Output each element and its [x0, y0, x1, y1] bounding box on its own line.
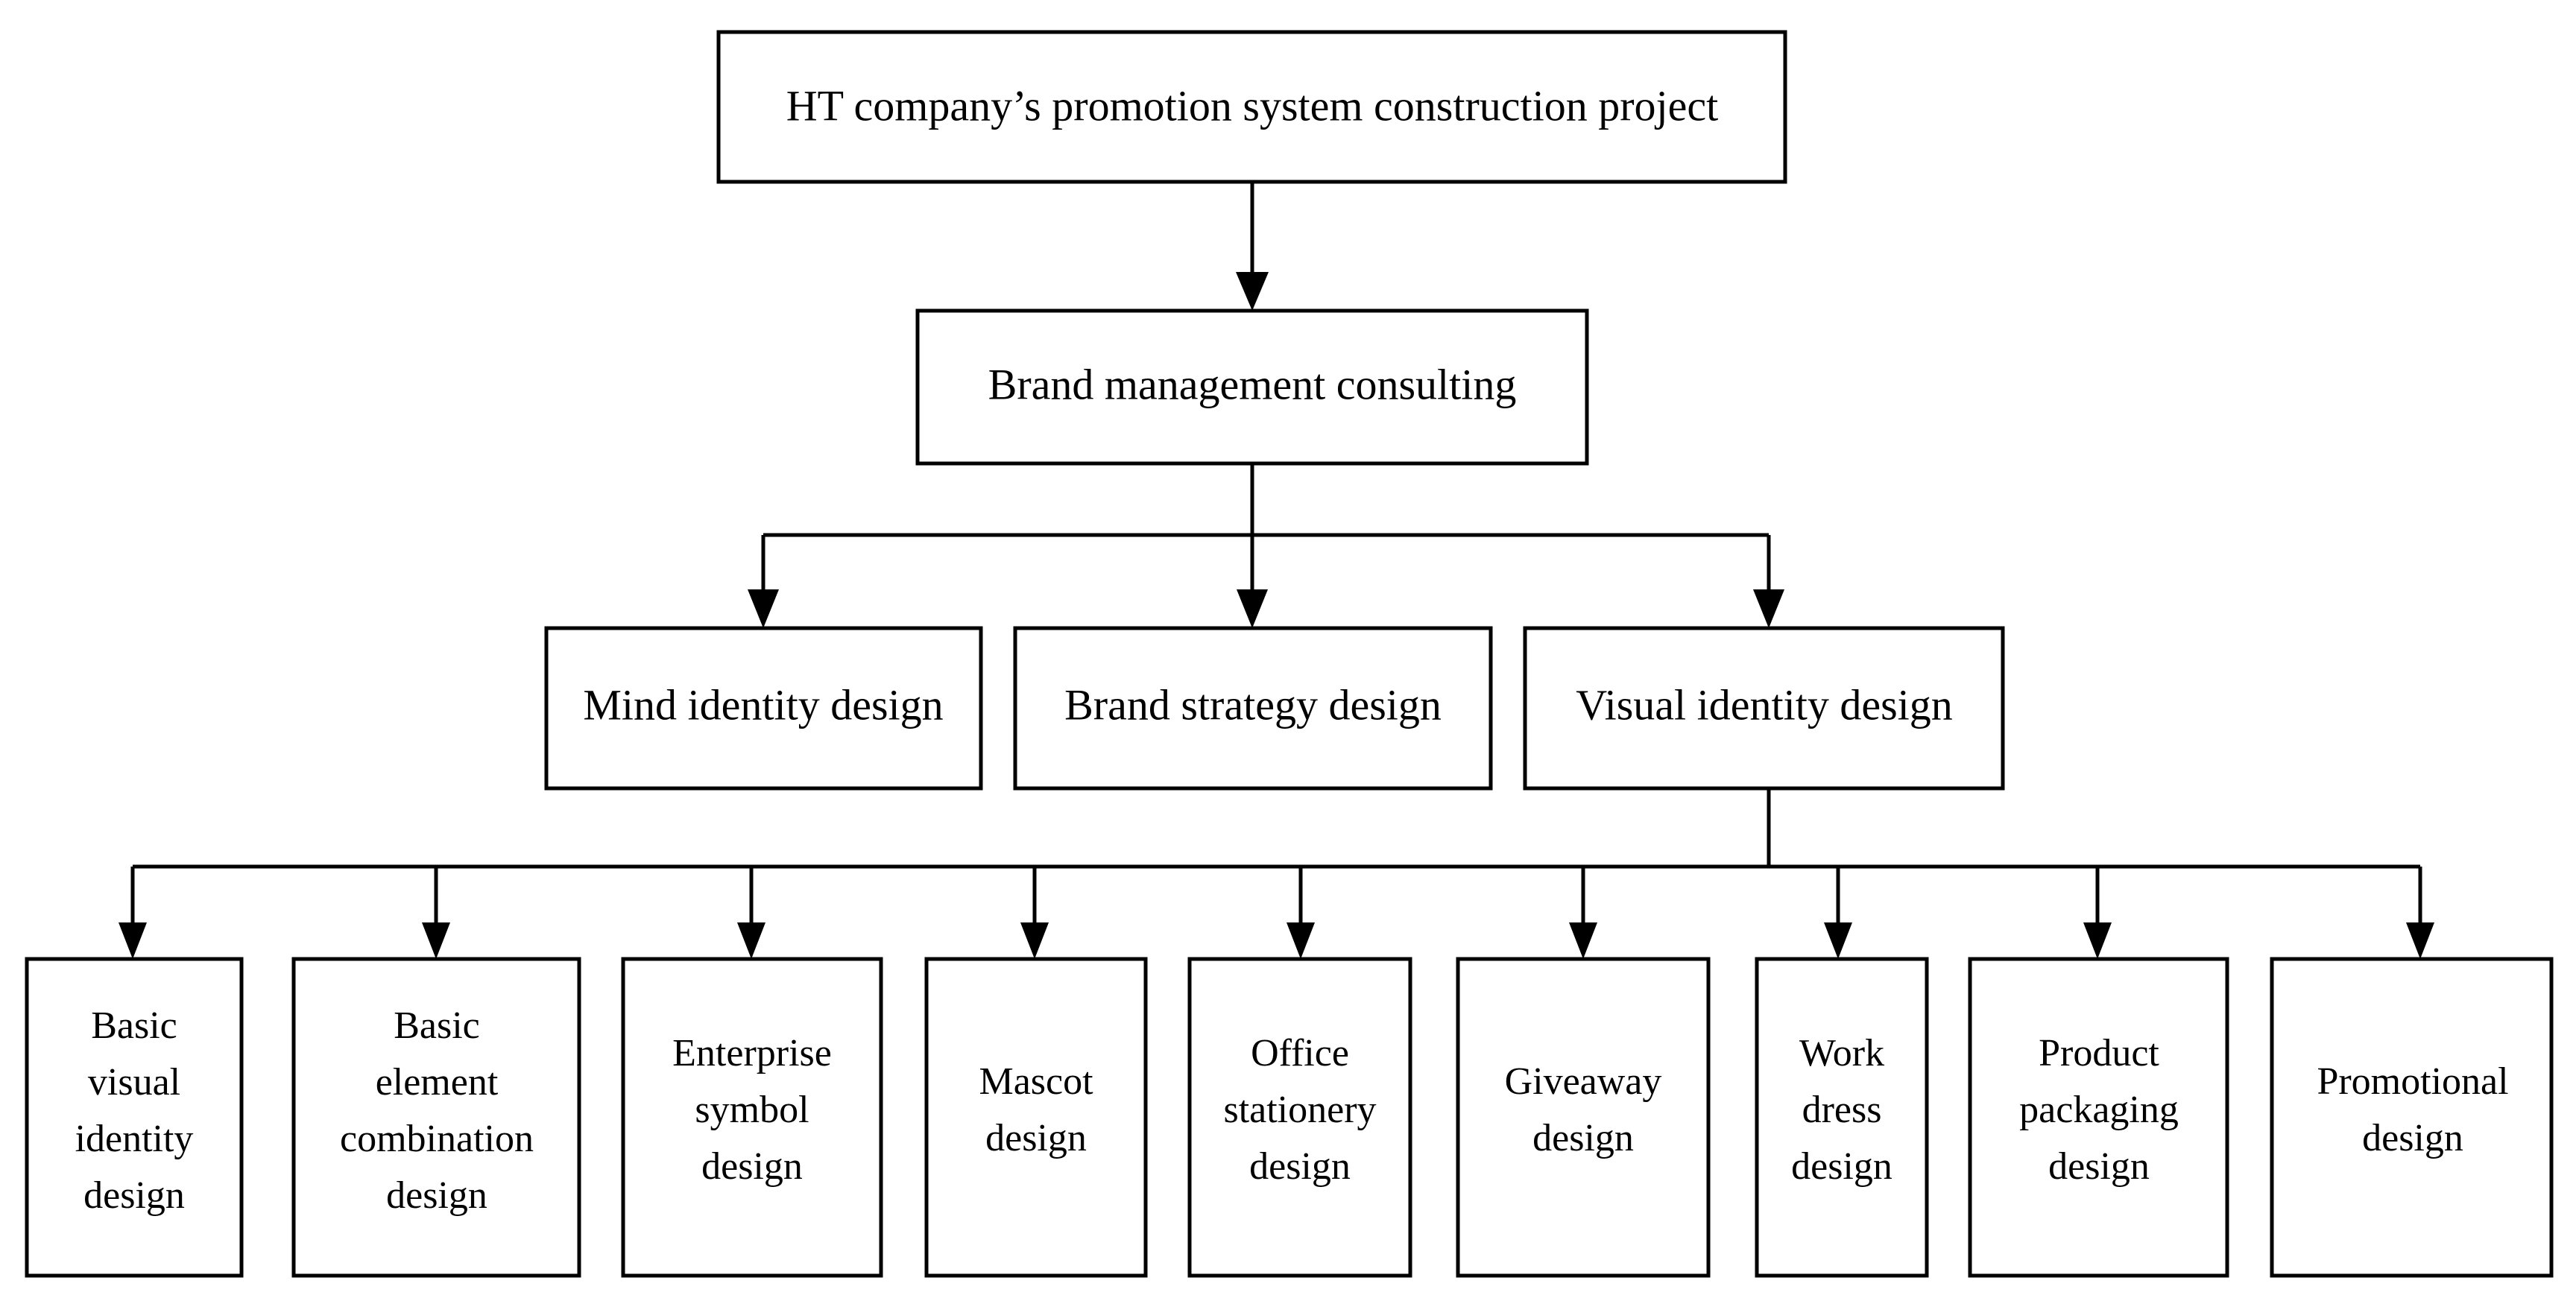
- node-basic-element-combination-design[interactable]: Basic element combination design: [291, 957, 581, 1278]
- node-pd-line-2: design: [2362, 1117, 2463, 1159]
- node-bmc-label: Brand management consulting: [988, 360, 1517, 408]
- node-vid-box[interactable]: [1523, 626, 2005, 791]
- node-root-label: HT company’s promotion system constructi…: [786, 81, 1719, 130]
- arrowhead-gd: [1569, 922, 1597, 959]
- node-bvid-line-3: identity: [75, 1118, 194, 1160]
- node-becd-line-1: Basic: [394, 1004, 480, 1047]
- node-product-packaging-design[interactable]: Product packaging design: [1968, 957, 2229, 1278]
- arrowhead-mid: [748, 589, 779, 628]
- node-bvid-line-1: Basic: [91, 1004, 177, 1047]
- node-mind-identity-design[interactable]: Mind identity design: [544, 626, 983, 791]
- node-bvid-line-4: design: [83, 1174, 185, 1217]
- node-root-box[interactable]: [716, 30, 1787, 184]
- arrowhead-wdd: [1824, 922, 1852, 959]
- node-bsd-label: Brand strategy design: [1064, 680, 1442, 729]
- node-brand-management-consulting[interactable]: Brand management consulting: [915, 308, 1589, 466]
- node-becd-box[interactable]: [291, 957, 581, 1278]
- connectors-group: [119, 182, 2434, 959]
- node-mascot-design[interactable]: Mascot design: [924, 957, 1148, 1278]
- node-enterprise-symbol-design[interactable]: Enterprise symbol design: [621, 957, 883, 1278]
- node-vid-label: Visual identity design: [1576, 680, 1953, 729]
- node-becd-line-3: combination: [340, 1118, 534, 1160]
- arrowhead-pd: [2406, 922, 2434, 959]
- node-office-stationery-design[interactable]: Office stationery design: [1187, 957, 1412, 1278]
- node-esd-line-1: Enterprise: [672, 1032, 832, 1074]
- node-pd-box[interactable]: [2270, 957, 2554, 1278]
- node-becd-line-4: design: [386, 1174, 487, 1217]
- node-brand-strategy-design[interactable]: Brand strategy design: [1013, 626, 1493, 791]
- node-work-dress-design[interactable]: Work dress design: [1755, 957, 1929, 1278]
- node-becd-line-2: element: [376, 1061, 499, 1104]
- arrowhead-bmc: [1236, 272, 1269, 311]
- node-md-box[interactable]: [924, 957, 1148, 1278]
- node-mid-box[interactable]: [544, 626, 983, 791]
- node-visual-identity-design[interactable]: Visual identity design: [1523, 626, 2005, 791]
- arrowhead-bsd: [1237, 589, 1268, 628]
- node-ppd-box[interactable]: [1968, 957, 2229, 1278]
- node-bmc-box[interactable]: [915, 308, 1589, 466]
- arrowhead-md: [1020, 922, 1049, 959]
- node-ppd-line-2: packaging: [2019, 1089, 2179, 1131]
- node-md-line-1: Mascot: [979, 1060, 1093, 1103]
- node-gd-line-2: design: [1532, 1117, 1634, 1159]
- node-wdd-line-2: dress: [1802, 1089, 1882, 1131]
- arrowhead-becd: [422, 922, 450, 959]
- node-bvid-box[interactable]: [25, 957, 244, 1278]
- node-mid-label: Mind identity design: [583, 680, 943, 729]
- node-wdd-line-3: design: [1791, 1145, 1892, 1188]
- arrowhead-vid: [1753, 589, 1784, 628]
- node-ppd-line-1: Product: [2039, 1032, 2159, 1074]
- node-osd-box[interactable]: [1187, 957, 1412, 1278]
- node-ppd-line-3: design: [2048, 1145, 2150, 1188]
- node-esd-box[interactable]: [621, 957, 883, 1278]
- arrowhead-ppd: [2083, 922, 2112, 959]
- node-pd-line-1: Promotional: [2317, 1060, 2508, 1103]
- arrowhead-osd: [1287, 922, 1315, 959]
- node-osd-line-1: Office: [1251, 1032, 1349, 1074]
- node-gd-box[interactable]: [1456, 957, 1711, 1278]
- node-esd-line-3: design: [701, 1145, 803, 1188]
- node-promotional-design[interactable]: Promotional design: [2270, 957, 2554, 1278]
- node-gd-line-1: Giveaway: [1505, 1060, 1662, 1103]
- node-bvid-line-2: visual: [88, 1061, 180, 1104]
- node-osd-line-2: stationery: [1223, 1089, 1376, 1131]
- node-wdd-box[interactable]: [1755, 957, 1929, 1278]
- node-osd-line-3: design: [1249, 1145, 1351, 1188]
- node-esd-line-2: symbol: [695, 1089, 809, 1131]
- node-basic-visual-identity-design[interactable]: Basic visual identity design: [25, 957, 244, 1278]
- arrowhead-esd: [737, 922, 765, 959]
- node-bsd-box[interactable]: [1013, 626, 1493, 791]
- node-giveaway-design[interactable]: Giveaway design: [1456, 957, 1711, 1278]
- node-root[interactable]: HT company’s promotion system constructi…: [716, 30, 1787, 184]
- node-wdd-line-1: Work: [1799, 1032, 1884, 1074]
- node-md-line-2: design: [985, 1117, 1087, 1159]
- arrowhead-bvid: [119, 922, 147, 959]
